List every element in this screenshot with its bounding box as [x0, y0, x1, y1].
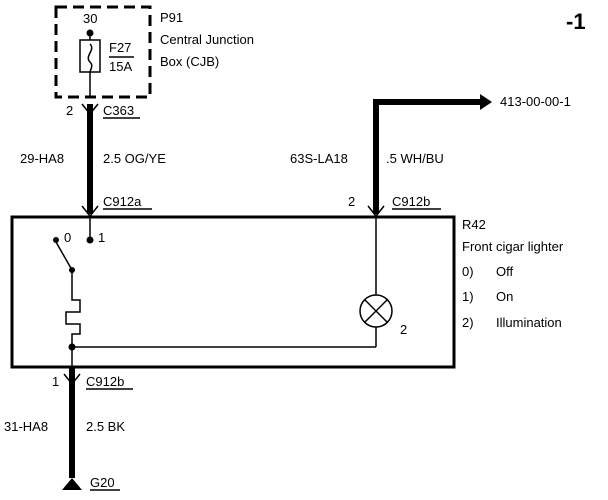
c912b-top-label: C912b: [392, 194, 430, 209]
ground-wire-spec: 2.5 BK: [86, 419, 125, 434]
cjb-box: [54, 5, 152, 99]
cjb-name-line2: Box (CJB): [160, 54, 219, 69]
feed-wire-spec: 2.5 OG/YE: [103, 151, 166, 166]
switch-pos-0: 0: [64, 230, 71, 245]
cjb-name-line1: Central Junction: [160, 32, 254, 47]
c912a-label: C912a: [103, 194, 142, 209]
page-ref: -1: [566, 9, 586, 34]
cjb-ref: P91: [160, 10, 183, 25]
illumination-wire-spec: .5 WH/BU: [386, 151, 444, 166]
c363-label: C363: [103, 103, 134, 118]
cjb-terminal-30: 30: [83, 11, 97, 26]
ground-wire-circuit: 31-HA8: [4, 419, 48, 434]
fuse-rating: 15A: [109, 59, 132, 74]
heating-element: [65, 270, 81, 347]
switch-contact-1: [86, 236, 94, 244]
legend-key-0: 0): [462, 264, 474, 279]
legend-key-1: 1): [462, 289, 474, 304]
fuse-element: [87, 43, 93, 73]
lighter-ref: R42: [462, 217, 486, 232]
lighter-name: Front cigar lighter: [462, 239, 564, 254]
lamp-cross-b: [364, 299, 388, 323]
switch-contact-0: [53, 237, 59, 243]
illumination-destination: 413-00-00-1: [500, 94, 571, 109]
c912b-bottom-label: C912b: [86, 374, 124, 389]
ground-icon: [62, 478, 82, 490]
legend-text-2: Illumination: [496, 315, 562, 330]
feed-wire-circuit: 29-HA8: [20, 151, 64, 166]
fuse-name: F27: [109, 40, 131, 55]
destination-arrow-icon: [480, 94, 492, 110]
switch-blade: [55, 241, 73, 271]
lighter-box: [10, 215, 456, 369]
illumination-wire-circuit: 63S-LA18: [290, 151, 348, 166]
c912b-top-pin: 2: [348, 194, 355, 209]
legend-text-0: Off: [496, 264, 513, 279]
c363-pin: 2: [66, 103, 73, 118]
illumination-wire: [373, 99, 484, 214]
legend-key-2: 2): [462, 315, 474, 330]
c912b-bottom-pin: 1: [52, 374, 59, 389]
legend-text-1: On: [496, 289, 513, 304]
lamp-pin: 2: [400, 322, 407, 337]
switch-pos-1: 1: [98, 230, 105, 245]
ground-label: G20: [90, 475, 115, 490]
